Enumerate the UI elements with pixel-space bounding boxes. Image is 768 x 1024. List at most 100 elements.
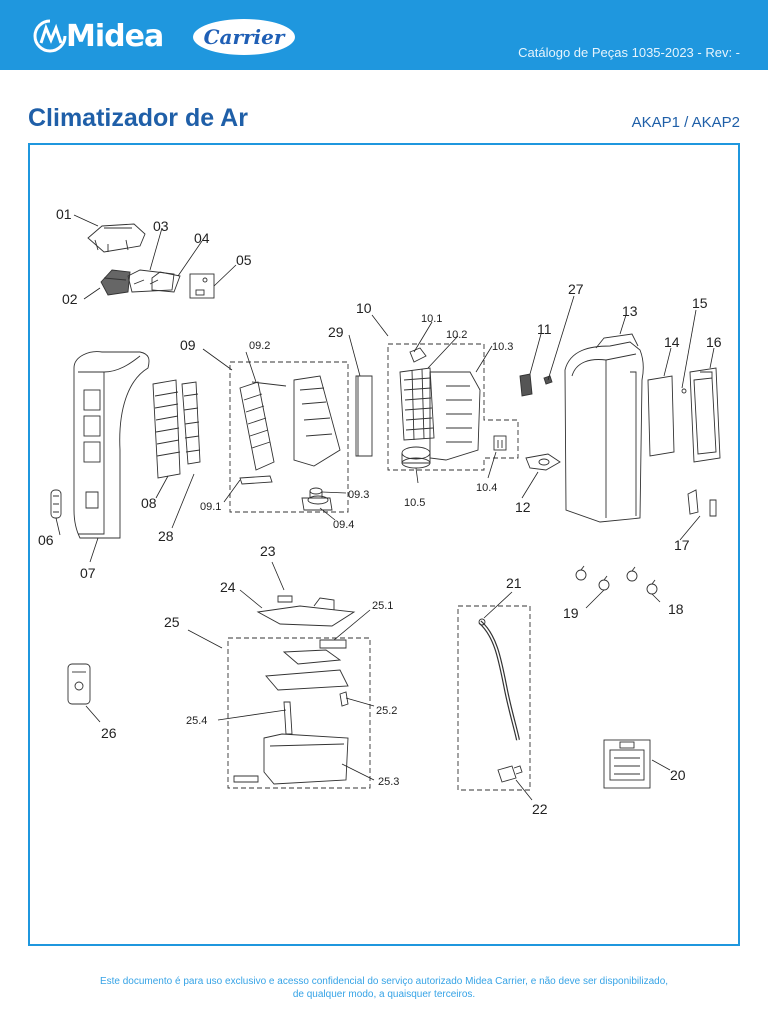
part-24-tank-lid-drawing [256, 597, 356, 627]
midea-swirl-icon [33, 19, 67, 53]
label-20: 20 [670, 767, 686, 783]
part-08-louvers-drawing [152, 379, 181, 479]
part-23-float-drawing [277, 595, 293, 603]
midea-logo: Midea [30, 18, 164, 54]
label-10: 10 [356, 300, 372, 316]
label-08: 08 [141, 495, 157, 511]
label-25-2: 25.2 [376, 705, 397, 717]
midea-logo-text: Midea [66, 18, 164, 54]
label-11: 11 [537, 321, 552, 337]
part-21-22-group-outline [457, 605, 531, 791]
part-25-3-water-tank-drawing [233, 733, 349, 785]
part-09-group-outline [229, 361, 349, 513]
part-15-screw-drawing [681, 388, 687, 394]
part-10-4-connector-drawing [493, 435, 507, 451]
part-06-knob-drawing [50, 489, 62, 519]
label-24: 24 [220, 579, 236, 595]
part-22-pump-drawing [497, 765, 523, 783]
part-11-switch-drawing [519, 373, 533, 397]
label-25-3: 25.3 [378, 776, 399, 788]
part-07-front-panel-drawing [73, 351, 150, 539]
label-09-1: 09.1 [200, 501, 221, 513]
label-19: 19 [563, 605, 579, 621]
part-09-filter-housing-drawing [293, 375, 341, 467]
model-codes: AKAP1 / AKAP2 [631, 114, 740, 131]
part-labels: 01 03 04 05 02 10 27 15 13 10.1 29 10.2 … [38, 206, 722, 817]
part-17-latch-drawing [687, 489, 717, 517]
part-09-4-motor-drawing [301, 495, 333, 511]
part-25-2-valve-drawing [339, 691, 349, 707]
part-20-ice-pack-drawing [603, 739, 651, 789]
label-17: 17 [674, 537, 690, 553]
header-bar: Midea Carrier Catálogo de Peças 1035-202… [0, 0, 768, 70]
part-10-5-motor-drawing [401, 446, 431, 469]
part-21-hose-drawing [478, 618, 520, 741]
label-10-2: 10.2 [446, 329, 467, 341]
part-12-bracket-drawing [525, 453, 561, 471]
label-25-4: 25.4 [186, 715, 207, 727]
label-29: 29 [328, 324, 344, 340]
catalog-reference: Catálogo de Peças 1035-2023 - Rev: - [518, 45, 740, 60]
confidentiality-footer: Este documento é para uso exclusivo e ac… [0, 975, 768, 1001]
label-25-1: 25.1 [372, 600, 393, 612]
part-09-2-frame-drawing [239, 381, 287, 471]
part-13-rear-cabinet-drawing [564, 333, 644, 523]
label-25: 25 [164, 614, 180, 630]
part-10-2-fan-drawing [399, 367, 435, 441]
part-25-group-outline [227, 637, 371, 789]
label-18: 18 [668, 601, 684, 617]
footer-line-2: de qualquer modo, a quaisquer terceiros. [292, 989, 476, 1000]
part-01-top-cover-drawing [87, 223, 146, 253]
label-03: 03 [153, 218, 169, 234]
part-09-1-bar-drawing [239, 475, 273, 485]
part-14-filter-pad-drawing [647, 375, 675, 457]
page-title: Climatizador de Ar [28, 104, 248, 132]
footer-line-1: Este documento é para uso exclusivo e ac… [99, 976, 669, 987]
part-29-filter-drawing [355, 375, 373, 457]
diagram-frame [28, 143, 740, 946]
part-28-rod-drawing [181, 381, 201, 465]
part-26-remote-control-drawing [67, 663, 91, 705]
label-16: 16 [706, 334, 722, 350]
part-25-tray-drawing [265, 649, 349, 691]
label-01: 01 [56, 206, 72, 222]
label-12: 12 [515, 499, 531, 515]
label-10-1: 10.1 [421, 313, 442, 325]
part-25-4-pipe-drawing [283, 701, 293, 735]
label-10-5: 10.5 [404, 497, 425, 509]
label-15: 15 [692, 295, 708, 311]
part-02-control-panel-drawing [100, 269, 131, 296]
label-09-4: 09.4 [333, 519, 354, 531]
label-23: 23 [260, 543, 276, 559]
label-14: 14 [664, 334, 680, 350]
label-10-4: 10.4 [476, 482, 497, 494]
part-03-display-cover-drawing [127, 269, 175, 293]
label-07: 07 [80, 565, 96, 581]
carrier-logo: Carrier [193, 19, 295, 55]
label-06: 06 [38, 532, 54, 548]
part-25-1-board-drawing [319, 639, 347, 649]
label-10-3: 10.3 [492, 341, 513, 353]
part-10-fan-housing-drawing [429, 371, 481, 461]
part-10-1-bracket-drawing [409, 347, 427, 363]
leader-lines [55, 214, 715, 801]
label-02: 02 [62, 291, 78, 307]
label-21: 21 [506, 575, 522, 591]
label-26: 26 [101, 725, 117, 741]
label-05: 05 [236, 252, 252, 268]
label-28: 28 [158, 528, 174, 544]
part-10-group-outline [387, 343, 519, 471]
label-09-2: 09.2 [249, 340, 270, 352]
part-16-rear-grille-drawing [689, 367, 721, 463]
label-27: 27 [568, 281, 584, 297]
carrier-logo-text: Carrier [203, 25, 285, 49]
part-04-display-board-drawing [151, 271, 181, 293]
part-18-19-casters-drawing [575, 565, 658, 595]
label-22: 22 [532, 801, 548, 817]
label-09: 09 [180, 337, 196, 353]
label-09-3: 09.3 [348, 489, 369, 501]
label-13: 13 [622, 303, 638, 319]
part-05-pcb-drawing [189, 273, 215, 299]
label-04: 04 [194, 230, 210, 246]
